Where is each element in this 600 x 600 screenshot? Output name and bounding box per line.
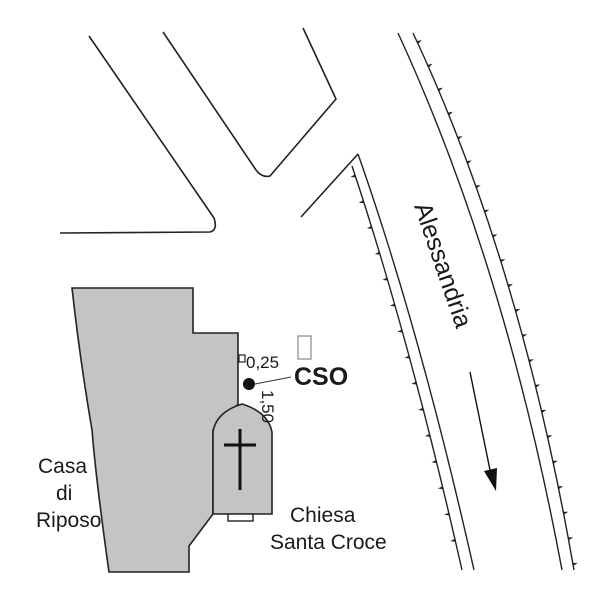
road-right-edge: [300, 153, 359, 218]
railway-tick: [568, 537, 574, 541]
railway-tick: [558, 486, 564, 490]
label-riposo: Riposo: [36, 509, 101, 532]
railway-tick: [374, 251, 381, 255]
road-left-edge: [59, 35, 217, 234]
railway-left: [350, 153, 475, 571]
railway-tick: [492, 234, 498, 238]
railway-tick: [397, 329, 403, 333]
railway-tick: [515, 309, 521, 313]
railway-tick: [389, 303, 396, 307]
railway-tick: [444, 512, 450, 516]
label-chiesa: Chiesa: [290, 504, 356, 527]
station-leader-line: [254, 376, 292, 385]
railway-tick: [416, 39, 422, 44]
railway-tick: [427, 63, 433, 68]
cross-icon: [224, 429, 256, 490]
station-marker-box: [297, 335, 312, 360]
railway-tick: [457, 135, 463, 140]
label-santa-croce: Santa Croce: [270, 531, 387, 554]
railway-tick: [431, 460, 437, 464]
railway-tick: [484, 209, 490, 213]
label-alessandria: Alessandria: [408, 199, 477, 332]
railway-tick: [475, 184, 481, 189]
railway-tick: [404, 355, 410, 359]
railway-tick: [418, 407, 424, 411]
railway-tick: [547, 435, 553, 439]
railway-tick: [541, 409, 547, 413]
railway-tick: [552, 460, 558, 464]
building-chiesa-santa-croce: [212, 403, 273, 515]
railway-tick: [466, 160, 472, 164]
railway-tick: [528, 359, 534, 363]
railway-tick: [358, 200, 365, 204]
railway-right: [397, 32, 578, 571]
building-casa-di-riposo: [71, 287, 239, 573]
railway-tick: [535, 384, 541, 388]
railway-tick: [437, 486, 444, 490]
measure-label-025: 0,25: [246, 353, 279, 372]
railway-tick: [572, 562, 578, 566]
measure-label-150: 1,50: [258, 390, 277, 423]
railway-tick: [350, 174, 356, 178]
railway-tick: [382, 277, 388, 281]
road-middle-block: [162, 27, 337, 178]
railway-tick: [411, 381, 417, 385]
arrow-down-icon: [469, 371, 497, 491]
station-label-cso: CSO: [294, 363, 348, 391]
railway-tick: [447, 111, 453, 116]
railway-tick: [500, 259, 506, 263]
railway-tick: [507, 283, 513, 288]
measure-marker-square: [238, 354, 246, 363]
railway-tick: [563, 511, 569, 515]
label-casa: Casa: [38, 455, 87, 478]
railway-tick: [450, 538, 456, 542]
railway-tick: [522, 334, 528, 338]
railway-tick: [424, 433, 431, 437]
railway-tick: [366, 225, 373, 229]
railway-tick: [437, 87, 443, 92]
label-di: di: [56, 482, 72, 505]
church-entrance: [227, 513, 254, 522]
station-point-icon: [243, 378, 255, 390]
